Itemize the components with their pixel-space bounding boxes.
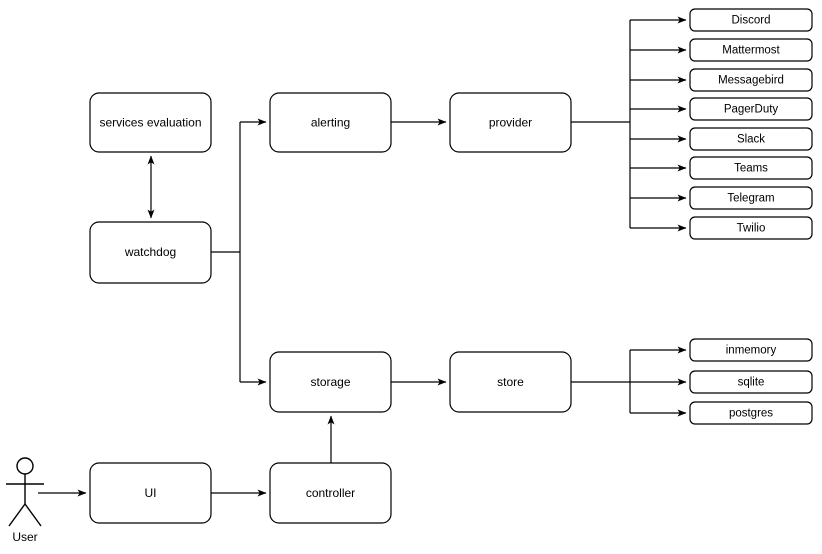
node-store-box[interactable] <box>449 351 572 413</box>
leaf-mattermost[interactable]: Mattermost <box>689 38 813 62</box>
leaf-telegram-box[interactable] <box>689 186 813 210</box>
leaf-slack[interactable]: Slack <box>689 127 813 151</box>
leaf-teams[interactable]: Teams <box>689 156 813 180</box>
node-watchdog[interactable]: watchdog <box>89 221 212 284</box>
node-storage-label: storage <box>310 375 350 389</box>
leaf-teams-label: Teams <box>734 163 768 175</box>
node-provider[interactable]: provider <box>449 92 572 153</box>
leaf-messagebird-box[interactable] <box>689 68 813 92</box>
node-provider-label: provider <box>489 116 532 130</box>
node-watchdog-label: watchdog <box>124 245 176 259</box>
leaf-discord[interactable]: Discord <box>689 8 813 32</box>
node-store-label: store <box>497 375 524 389</box>
node-controller-label: controller <box>306 486 355 500</box>
actor-legs-icon <box>8 503 42 527</box>
leaf-mattermost-label: Mattermost <box>722 45 780 57</box>
node-alerting-box[interactable] <box>269 92 392 153</box>
leaf-slack-label: Slack <box>737 134 765 146</box>
user-actor[interactable]: User <box>6 457 44 544</box>
node-storage-box[interactable] <box>269 351 392 413</box>
node-ui-label: UI <box>145 486 157 500</box>
node-ui[interactable]: UI <box>89 462 212 524</box>
edge-layer <box>38 16 687 497</box>
leaf-sqlite-label: sqlite <box>738 377 765 389</box>
node-alerting[interactable]: alerting <box>269 92 392 153</box>
node-controller[interactable]: controller <box>269 462 392 524</box>
leaf-discord-box[interactable] <box>689 8 813 32</box>
node-services-evaluation[interactable]: services evaluation <box>89 92 212 153</box>
node-services-evaluation-box[interactable] <box>89 92 212 153</box>
leaf-teams-box[interactable] <box>689 156 813 180</box>
leaf-inmemory[interactable]: inmemory <box>689 338 813 362</box>
leaf-pagerduty-box[interactable] <box>689 97 813 121</box>
leaf-sqlite[interactable]: sqlite <box>689 370 813 394</box>
leaf-discord-label: Discord <box>732 15 771 27</box>
leaf-twilio-label: Twilio <box>737 223 766 235</box>
node-storage[interactable]: storage <box>269 351 392 413</box>
node-controller-box[interactable] <box>269 462 392 524</box>
leaf-postgres-label: postgres <box>729 408 773 420</box>
node-layer: services evaluation watchdog alerting pr… <box>89 92 572 524</box>
leaf-postgres-box[interactable] <box>689 401 813 425</box>
actor-head-icon <box>16 457 34 475</box>
leaf-inmemory-box[interactable] <box>689 338 813 362</box>
node-ui-box[interactable] <box>89 462 212 524</box>
provider-leaf-layer: Discord Mattermost Messagebird PagerDuty… <box>689 8 813 240</box>
leaf-messagebird-label: Messagebird <box>718 75 784 87</box>
leaf-pagerduty[interactable]: PagerDuty <box>689 97 813 121</box>
leaf-postgres[interactable]: postgres <box>689 401 813 425</box>
leaf-pagerduty-label: PagerDuty <box>724 104 779 116</box>
node-services-evaluation-label: services evaluation <box>99 116 201 130</box>
leaf-slack-box[interactable] <box>689 127 813 151</box>
node-watchdog-box[interactable] <box>89 221 212 284</box>
leaf-telegram-label: Telegram <box>727 193 774 205</box>
leaf-twilio[interactable]: Twilio <box>689 216 813 240</box>
node-alerting-label: alerting <box>311 116 350 130</box>
node-provider-box[interactable] <box>449 92 572 153</box>
leaf-telegram[interactable]: Telegram <box>689 186 813 210</box>
actor-label: User <box>12 530 37 544</box>
leaf-messagebird[interactable]: Messagebird <box>689 68 813 92</box>
leaf-mattermost-box[interactable] <box>689 38 813 62</box>
leaf-inmemory-label: inmemory <box>726 345 777 357</box>
leaf-twilio-box[interactable] <box>689 216 813 240</box>
node-store[interactable]: store <box>449 351 572 413</box>
store-leaf-layer: inmemory sqlite postgres <box>689 338 813 425</box>
leaf-sqlite-box[interactable] <box>689 370 813 394</box>
